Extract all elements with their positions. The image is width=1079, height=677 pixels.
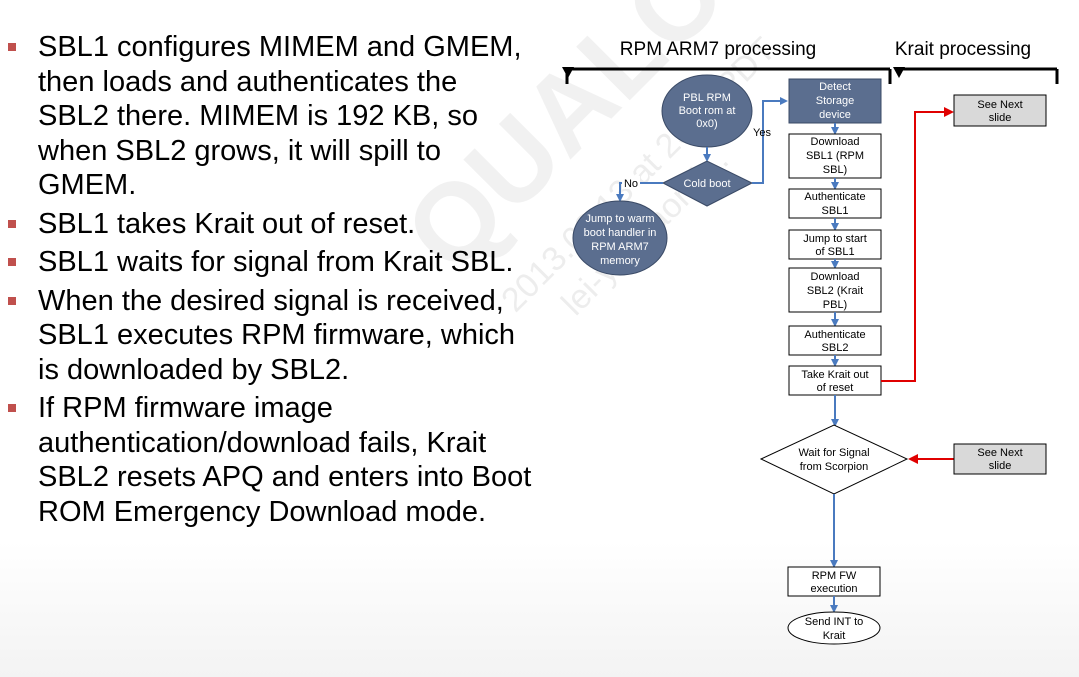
see-next-slide-1: See Next slide [953,94,1047,127]
header-rpm: RPM ARM7 processing [620,39,816,60]
svg-text:SBL): SBL) [823,164,847,176]
svg-text:of reset: of reset [817,382,854,394]
jump-sbl1-node: Jump to start of SBL1 [788,229,882,260]
svg-text:slide: slide [989,460,1012,472]
svg-text:Take Krait out: Take Krait out [801,369,868,381]
auth-sbl1-node: Authenticate SBL1 [788,188,882,219]
svg-text:slide: slide [989,112,1012,124]
send-int-node: Send INT to Krait [787,611,881,645]
take-krait-node: Take Krait out of reset [788,365,882,396]
svg-text:from Scorpion: from Scorpion [800,461,868,473]
svg-text:Download: Download [811,271,860,283]
svg-text:Boot rom at: Boot rom at [679,105,736,117]
svg-text:Jump to warm: Jump to warm [585,213,654,225]
bullet-marker [8,43,16,51]
svg-text:Storage: Storage [816,95,855,107]
bullet-item: When the desired signal is received, SBL… [6,284,536,388]
svg-text:Download: Download [811,136,860,148]
svg-text:SBL2: SBL2 [822,342,849,354]
jump-warm-boot-node: Jump to warm boot handler in RPM ARM7 me… [572,200,668,276]
wait-signal-decision: Wait for Signal from Scorpion [759,424,909,495]
svg-text:Authenticate: Authenticate [804,191,865,203]
cold-boot-decision: Cold boot [661,160,754,207]
no-label: No [624,178,638,190]
download-sbl1-node: Download SBL1 (RPM SBL) [788,133,882,179]
auth-sbl2-node: Authenticate SBL2 [788,325,882,356]
bullet-marker [8,219,16,228]
bracket-tip-krait [893,67,905,78]
svg-text:Send INT to: Send INT to [805,616,864,628]
pbl-rpm-node: PBL RPM Boot rom at 0x0) [661,74,753,148]
yes-label: Yes [753,127,771,139]
bullet-item: SBL1 takes Krait out of reset. [6,207,536,242]
svg-text:SBL2 (Krait: SBL2 (Krait [807,285,863,297]
svg-text:Authenticate: Authenticate [804,329,865,341]
svg-text:of SBL1: of SBL1 [815,246,854,258]
svg-text:RPM ARM7: RPM ARM7 [591,241,648,253]
bullet-marker [8,258,16,266]
bullet-item: SBL1 waits for signal from Krait SBL. [6,245,536,280]
svg-text:See Next: See Next [977,447,1022,459]
svg-text:See Next: See Next [977,99,1022,111]
svg-text:PBL): PBL) [823,299,847,311]
svg-text:Jump to start: Jump to start [803,233,867,245]
svg-text:RPM FW: RPM FW [812,570,857,582]
svg-text:boot handler in: boot handler in [584,227,657,239]
bracket-krait [896,67,1059,84]
see-next-slide-2: See Next slide [953,443,1047,475]
svg-text:memory: memory [600,255,640,267]
bullet-marker [8,404,16,412]
bullet-list: SBL1 configures MIMEM and GMEM, then loa… [6,30,536,533]
rpm-fw-node: RPM FW execution [787,566,881,597]
download-sbl2-node: Download SBL2 (Krait PBL) [788,267,882,313]
bullet-item: If RPM firmware image authentication/dow… [6,391,536,529]
detect-storage-node: Detect Storage device [788,78,882,124]
header-krait: Krait processing [895,39,1031,60]
svg-text:device: device [819,109,851,121]
svg-text:execution: execution [810,583,857,595]
svg-text:PBL RPM: PBL RPM [683,92,731,104]
bullet-item: SBL1 configures MIMEM and GMEM, then loa… [6,30,536,203]
svg-text:SBL1 (RPM: SBL1 (RPM [806,150,864,162]
bullet-marker [8,296,16,305]
svg-text:Cold boot: Cold boot [683,178,730,190]
svg-text:SBL1: SBL1 [822,205,849,217]
svg-text:Detect: Detect [819,81,851,93]
svg-text:Wait for Signal: Wait for Signal [798,447,869,459]
svg-text:0x0): 0x0) [696,118,717,130]
svg-text:Krait: Krait [823,630,846,642]
bracket-tip-left [562,67,574,78]
